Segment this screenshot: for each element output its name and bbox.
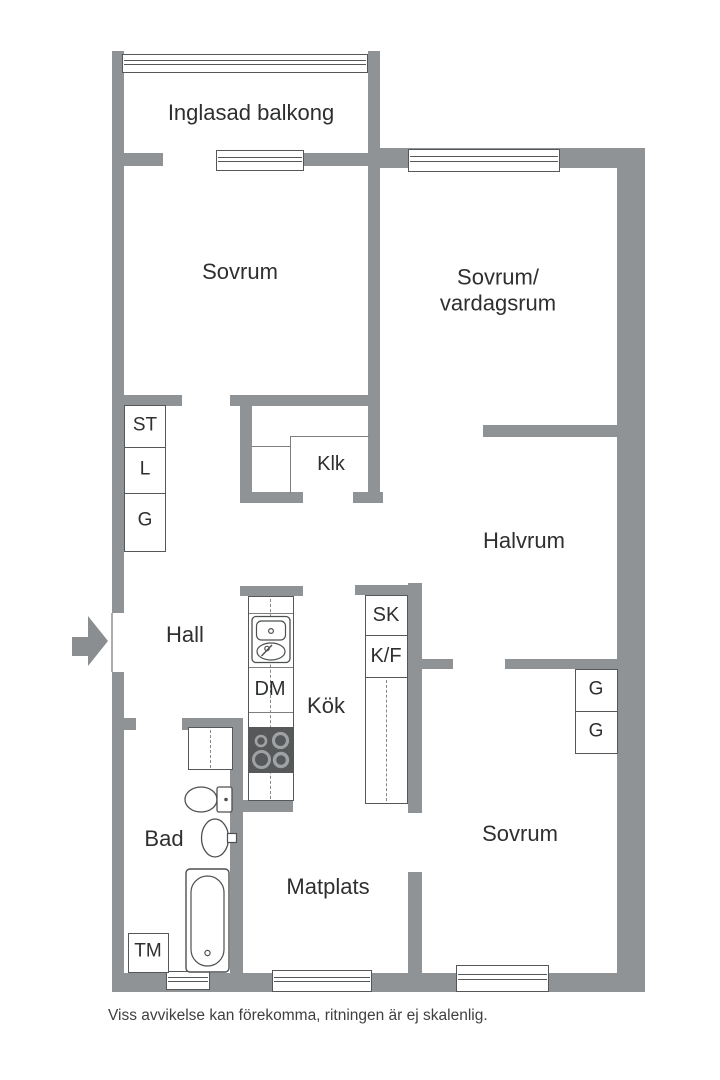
counter-divider: [249, 712, 293, 713]
window: [272, 970, 372, 992]
wall-segment: [355, 585, 422, 595]
room-label-bathroom: Bad: [144, 825, 184, 851]
wall-segment: [240, 586, 303, 596]
vanity-dashline: [210, 730, 211, 768]
wall-segment: [124, 718, 136, 730]
room-label-bedroom-bottom: Sovrum: [482, 820, 558, 846]
wall-segment: [243, 800, 293, 812]
wall-segment: [483, 425, 617, 437]
window: [408, 149, 560, 172]
wall-segment: [112, 395, 182, 406]
fixture-label-wardrobe-2: G: [588, 720, 604, 742]
closet-shelf-line: [290, 437, 291, 493]
room-label-half-room: Halvrum: [483, 527, 565, 553]
room-label-closet: Klk: [317, 453, 345, 475]
wall-segment: [112, 672, 124, 992]
window: [456, 965, 549, 992]
entrance-arrow-icon: [72, 616, 108, 666]
room-label-hall: Hall: [166, 621, 204, 647]
wall-segment: [368, 51, 380, 168]
room-label-bedroom-living-line1: Sovrum/: [457, 264, 539, 290]
wall-segment: [230, 730, 243, 973]
window: [166, 971, 210, 990]
fixture-label-linen: L: [139, 458, 151, 480]
wall-segment: [240, 492, 303, 503]
wardrobe-box: [575, 711, 618, 754]
window: [122, 54, 368, 73]
room-label-balcony: Inglasad balkong: [167, 99, 335, 125]
wall-segment: [505, 659, 617, 669]
counter-dashline: [386, 680, 387, 801]
closet-shelf-line: [252, 446, 290, 447]
closet-l-box: [124, 447, 166, 494]
fixture-label-wardrobe-hall: G: [137, 509, 153, 531]
entrance-threshold: [111, 613, 113, 672]
wall-segment: [112, 153, 163, 166]
counter-dashline: [270, 599, 271, 799]
wall-segment: [617, 148, 645, 992]
wall-segment: [408, 872, 422, 973]
room-label-bedroom-living-line2: vardagsrum: [439, 291, 557, 316]
toilet-fixture: [184, 786, 233, 813]
wall-segment: [353, 492, 383, 503]
wall-segment: [422, 659, 453, 669]
fridge-freezer-box: [365, 635, 408, 678]
counter-divider: [249, 613, 293, 614]
washing-machine-box: [128, 933, 169, 973]
wall-segment: [408, 583, 422, 813]
fixture-label-cabinet: SK: [372, 604, 400, 626]
fixture-label-fridge-freezer: K/F: [370, 645, 402, 667]
room-label-bedroom-living: Sovrum/ vardagsrum: [440, 265, 556, 318]
wall-segment: [230, 395, 368, 406]
counter-divider: [249, 667, 293, 668]
disclaimer-text: Viss avvikelse kan förekomma, ritningen …: [108, 1007, 488, 1024]
wall-segment: [112, 51, 124, 613]
room-label-kitchen: Kök: [307, 692, 345, 718]
fixture-label-wardrobe-1: G: [588, 678, 604, 700]
wall-segment: [302, 153, 368, 166]
closet-g-box: [124, 493, 166, 552]
room-label-bedroom-top: Sovrum: [202, 258, 278, 284]
room-label-dining: Matplats: [286, 873, 370, 899]
closet-shelf-line: [290, 436, 369, 437]
fixture-label-washing-machine: TM: [134, 940, 162, 962]
wall-segment: [240, 405, 252, 492]
fixture-label-st: ST: [132, 414, 158, 436]
wall-segment: [368, 168, 380, 492]
bathtub-fixture: [185, 868, 230, 973]
window: [216, 150, 304, 171]
fixture-label-dishwasher: DM: [254, 678, 286, 700]
